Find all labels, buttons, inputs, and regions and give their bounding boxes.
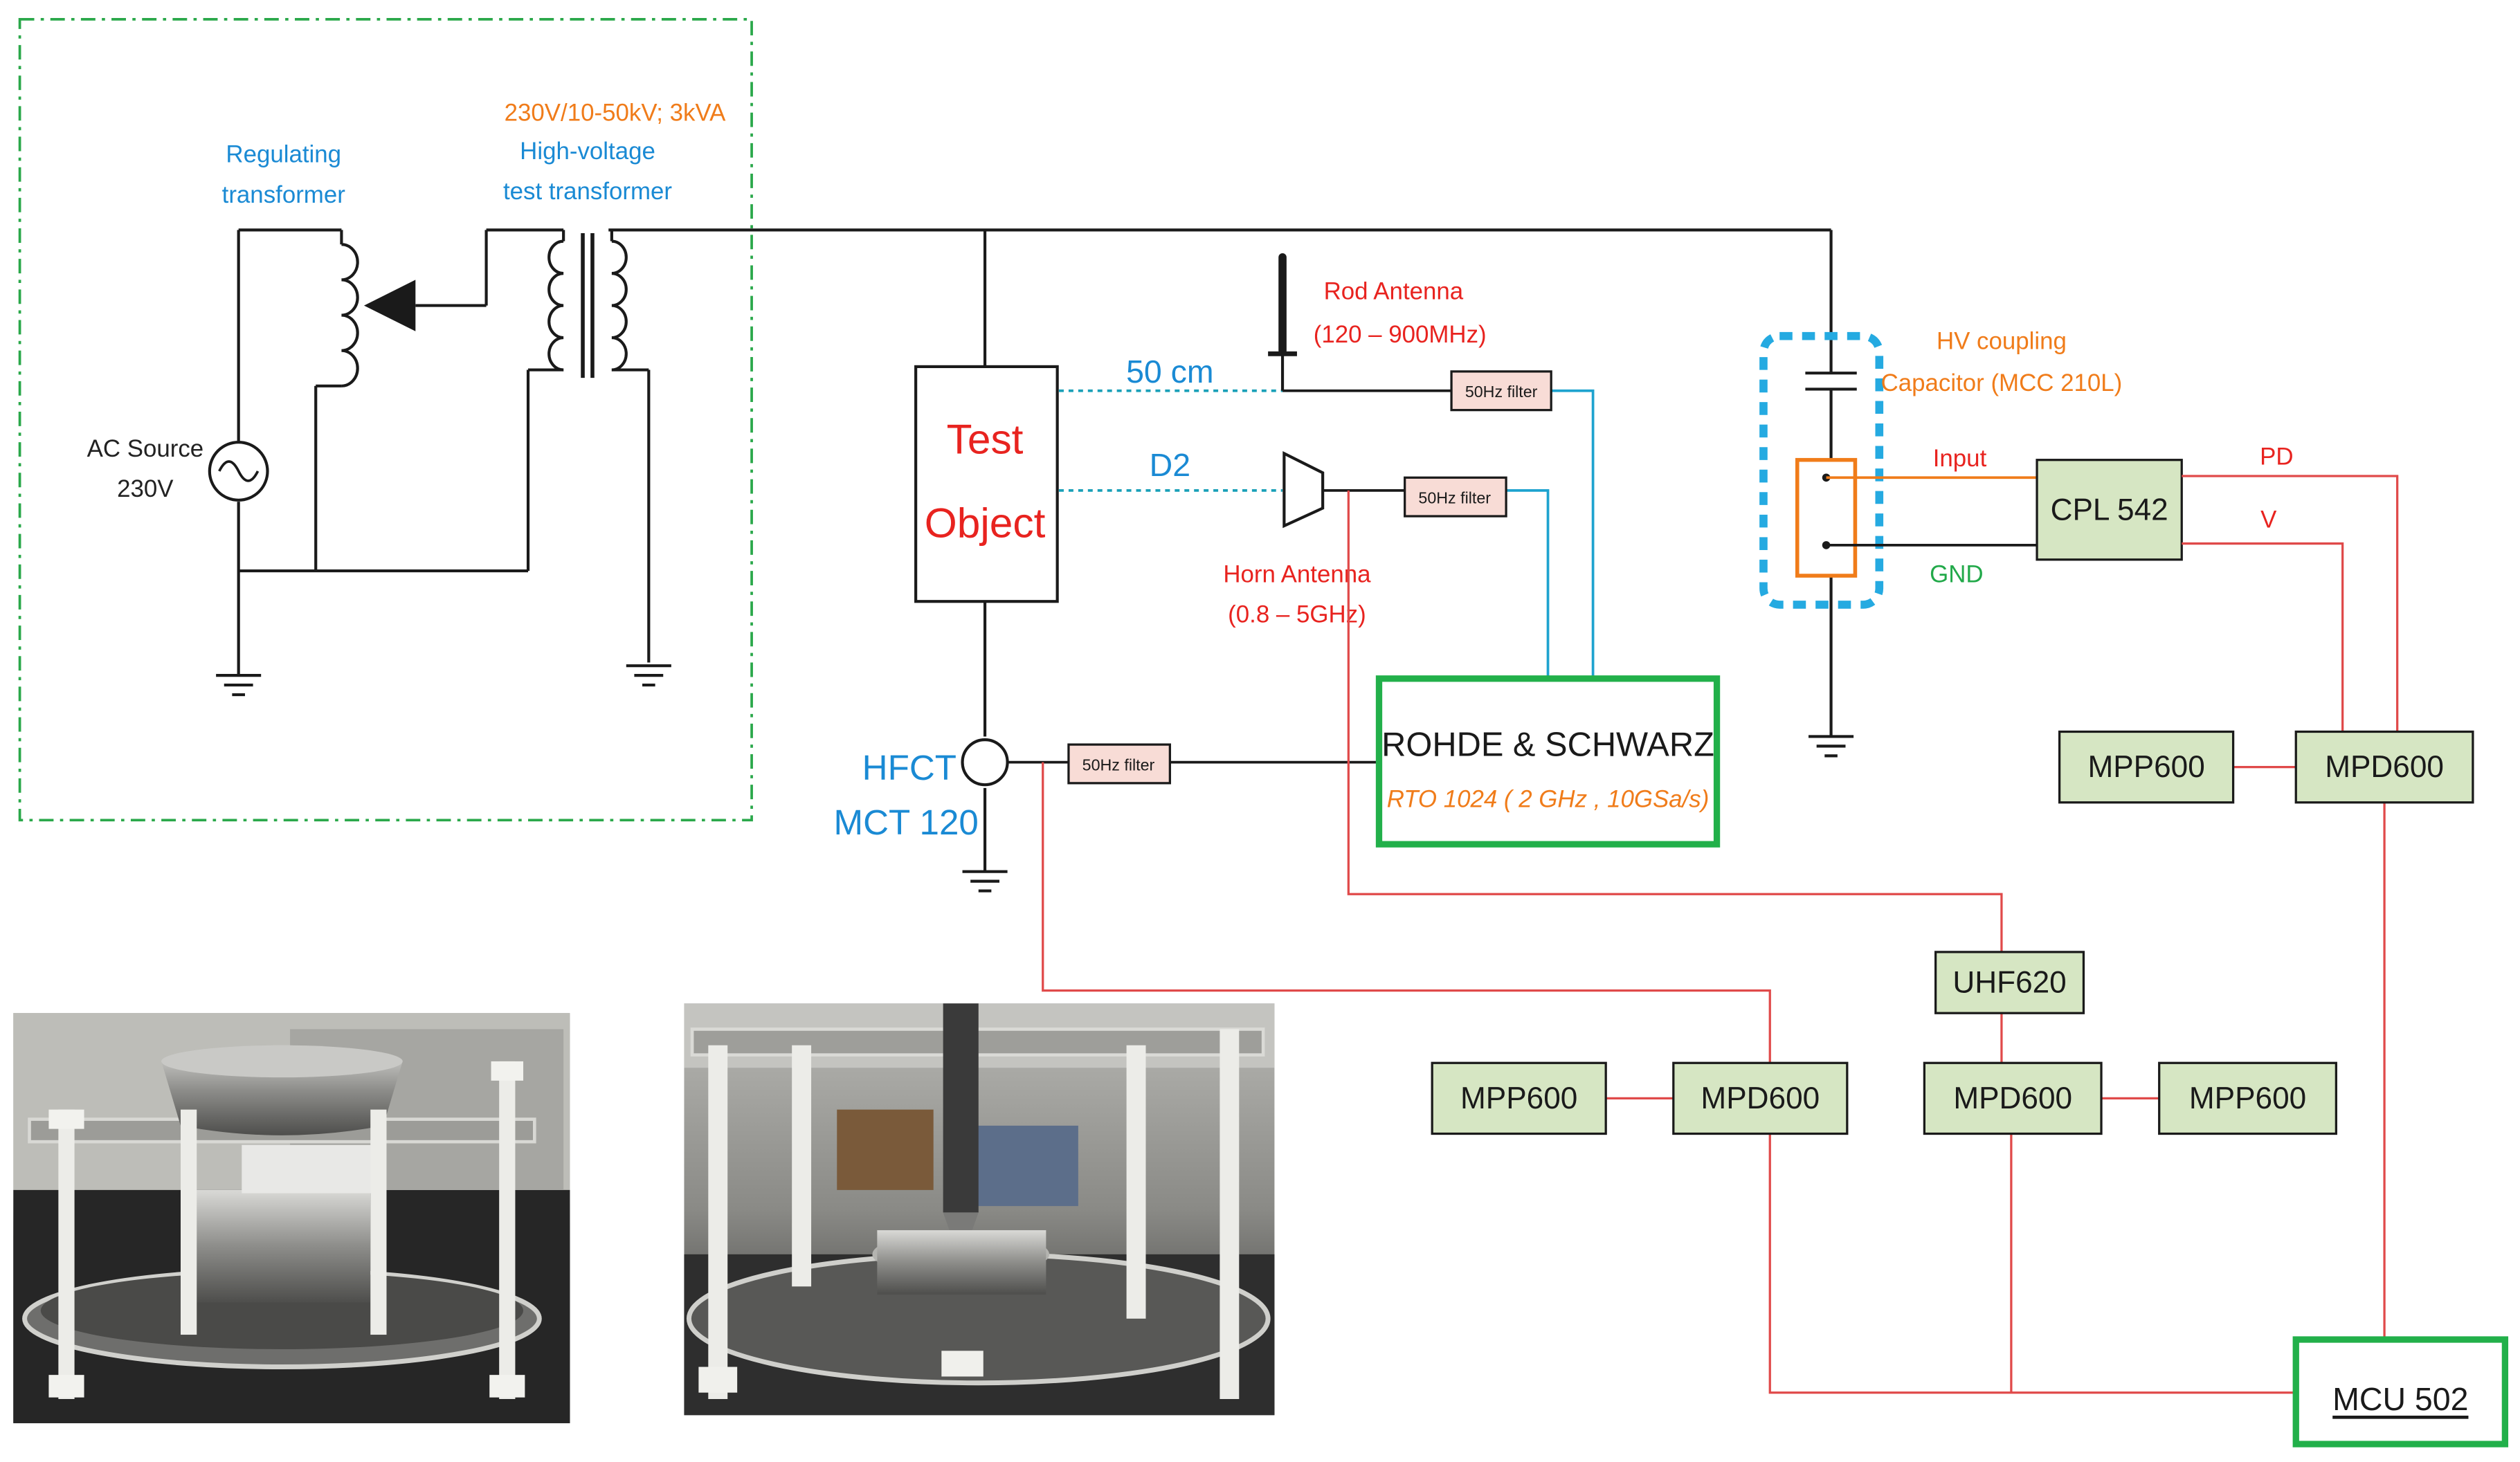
rod-50hz-filter xyxy=(1450,370,1552,412)
ground-icon xyxy=(1809,735,1854,758)
mpp600-left-box xyxy=(1431,1061,1607,1135)
ground-icon xyxy=(216,674,262,697)
mpp600-right-label: MPP600 xyxy=(2189,1081,2306,1115)
coupling-dashed-frame xyxy=(1759,331,1884,609)
cpl542-box xyxy=(2036,459,2183,561)
sine-wave-icon xyxy=(208,441,269,502)
cpl542-label: CPL 542 xyxy=(2051,493,2168,527)
ground-icon xyxy=(962,870,1008,893)
mpd600-top-box xyxy=(2294,730,2474,804)
v-label: V xyxy=(2260,506,2277,533)
regulating-transformer-label-1: Regulating xyxy=(226,141,341,168)
uhf620-box xyxy=(1934,951,2085,1014)
hv-bus xyxy=(608,228,1833,374)
test-object-label-2: Object xyxy=(925,499,1046,546)
hfct-50hz-filter xyxy=(1067,743,1171,785)
mpp600-right-box xyxy=(2158,1061,2337,1135)
horn-50hz-filter xyxy=(1404,476,1507,518)
ground-icon xyxy=(626,664,671,687)
hv-rating-label: 230V/10-50kV; 3kVA xyxy=(505,99,726,126)
mpd600-left-label: MPD600 xyxy=(1701,1081,1820,1115)
hfct-filter-label: 50Hz filter xyxy=(1082,756,1155,774)
ac-source-label-1: AC Source xyxy=(87,435,204,462)
gnd-label: GND xyxy=(1930,560,1983,587)
ac-source-label-2: 230V xyxy=(117,475,174,502)
rod-antenna-wire xyxy=(1282,389,1595,679)
mpd600-mid-label: MPD600 xyxy=(1953,1081,2072,1115)
regulator-wiper-arrow xyxy=(363,280,416,331)
test-object-box xyxy=(914,365,1059,603)
mpp600-top-box xyxy=(2058,730,2235,804)
regulating-transformer-circuit xyxy=(237,228,651,676)
hfct-model-label: MCT 120 xyxy=(834,803,979,842)
test-cell-photo-right xyxy=(684,1003,1275,1416)
red-signal-wires xyxy=(1042,475,2399,1394)
hv-test-transformer-label-2: test transformer xyxy=(503,178,672,205)
test-object-label-1: Test xyxy=(947,415,1024,462)
rod-antenna-label-1: Rod Antenna xyxy=(1324,277,1464,304)
hv-coupling-label-1: HV coupling xyxy=(1937,327,2067,354)
mpp600-top-label: MPP600 xyxy=(2087,750,2204,784)
test-cell-photo-left xyxy=(13,1013,570,1423)
rod-distance-label: 50 cm xyxy=(1126,354,1214,390)
horn-distance-label: D2 xyxy=(1150,447,1190,483)
rod-antenna-label-2: (120 – 900MHz) xyxy=(1314,321,1487,348)
uhf620-label: UHF620 xyxy=(1952,966,2066,1000)
regulating-transformer-label-2: transformer xyxy=(222,181,346,208)
horn-filter-label: 50Hz filter xyxy=(1418,488,1491,506)
mpd600-mid-box xyxy=(1923,1061,2103,1135)
horn-antenna-icon xyxy=(1282,451,1325,529)
input-label: Input xyxy=(1933,445,1987,472)
horn-antenna-wire xyxy=(1323,489,1550,679)
mpd600-top-label: MPD600 xyxy=(2325,750,2444,784)
hv-coupling-label-2: Capacitor (MCC 210L) xyxy=(1881,369,2123,396)
hv-test-transformer-label-1: High-voltage xyxy=(520,138,655,165)
oscilloscope-spec: RTO 1024 ( 2 GHz , 10GSa/s) xyxy=(1387,786,1710,813)
rod-antenna-icon xyxy=(1268,253,1297,391)
mcu502-box xyxy=(2292,1336,2509,1447)
mcu502-label: MCU 502 xyxy=(2332,1381,2468,1417)
mpp600-left-label: MPP600 xyxy=(1460,1081,1577,1115)
oscilloscope-name: ROHDE & SCHWARZ xyxy=(1381,726,1714,763)
mpd600-left-box xyxy=(1672,1061,1849,1135)
hv-source-enclosure xyxy=(18,18,753,822)
pd-label: PD xyxy=(2260,444,2293,470)
horn-antenna-label-2: (0.8 – 5GHz) xyxy=(1228,601,1366,628)
horn-antenna-label-1: Horn Antenna xyxy=(1223,560,1371,587)
current-transformer-icon xyxy=(961,738,1009,787)
rod-filter-label: 50Hz filter xyxy=(1465,383,1538,401)
oscilloscope-box xyxy=(1375,675,1721,848)
hfct-label: HFCT xyxy=(862,748,957,787)
